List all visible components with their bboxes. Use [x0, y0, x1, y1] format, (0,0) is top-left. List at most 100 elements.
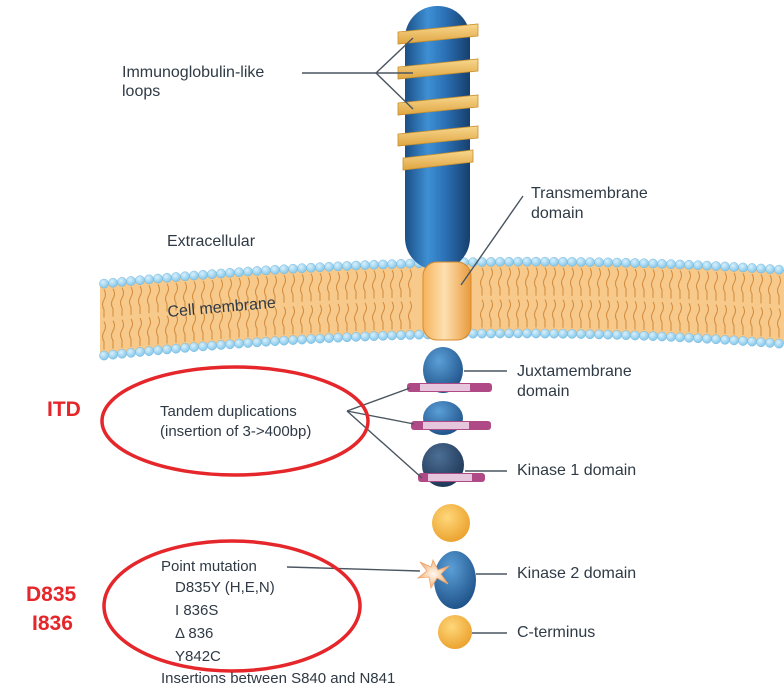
lipid-head — [189, 343, 198, 352]
point-mutation-label: Point mutation — [161, 557, 257, 577]
lipid-head — [270, 265, 279, 274]
mutation-d835y: D835Y (H,E,N) — [175, 577, 275, 598]
c-terminus-label: C-terminus — [517, 623, 595, 643]
lipid-head — [693, 261, 702, 270]
lipid-head — [756, 338, 765, 347]
lipid-head — [747, 263, 756, 272]
lipid-head — [621, 331, 630, 340]
lipid-head — [261, 337, 270, 346]
lipid-head — [612, 330, 621, 339]
mutation-i836s: I 836S — [175, 600, 218, 621]
lipid-head — [738, 263, 747, 272]
lipid-head — [216, 269, 225, 278]
lipid-head — [153, 274, 162, 283]
lipid-head — [675, 260, 684, 269]
lipid-head — [225, 340, 234, 349]
lipid-head — [711, 335, 720, 344]
lipid-head — [405, 259, 414, 268]
lipid-head — [549, 329, 558, 338]
kinase-insert-shape — [432, 504, 470, 542]
lipid-head — [243, 267, 252, 276]
lipid-head — [630, 258, 639, 267]
lipid-head — [99, 351, 108, 360]
lipid-head — [279, 336, 288, 345]
lipid-head — [720, 335, 729, 344]
lipid-head — [396, 331, 405, 340]
juxtamembrane-label-line1: Juxtamembrane — [517, 362, 632, 382]
lipid-head — [342, 261, 351, 270]
ig-like-loops-domain — [398, 6, 478, 270]
lipid-head — [135, 347, 144, 356]
lipid-head — [504, 329, 513, 338]
lipid-head — [585, 257, 594, 266]
lipid-head — [657, 259, 666, 268]
lipid-head — [549, 257, 558, 266]
i836-annotation: I836 — [32, 612, 73, 636]
intracellular-domains — [407, 347, 492, 649]
lipid-head — [639, 259, 648, 268]
lipid-head — [324, 334, 333, 343]
d835-annotation: D835 — [26, 583, 76, 607]
lipid-head — [576, 257, 585, 266]
lipid-head — [216, 340, 225, 349]
lipid-head — [639, 331, 648, 340]
lipid-head — [711, 261, 720, 270]
lipid-head — [657, 332, 666, 341]
lipid-head — [729, 336, 738, 345]
lipid-head — [513, 329, 522, 338]
lipid-head — [207, 341, 216, 350]
ig-loops-label-line1: Immunoglobulin-like — [122, 63, 264, 83]
lipid-head — [108, 278, 117, 287]
itd-annotation: ITD — [47, 398, 81, 422]
lipid-head — [288, 264, 297, 273]
lipid-head — [594, 330, 603, 339]
lipid-head — [531, 257, 540, 266]
lipid-head — [360, 261, 369, 270]
lipid-head — [396, 259, 405, 268]
lipid-head — [342, 333, 351, 342]
transmembrane-label-line1: Transmembrane — [531, 184, 648, 204]
lipid-head — [126, 348, 135, 357]
transmembrane-label-line2: domain — [531, 204, 583, 224]
lipid-head — [225, 268, 234, 277]
lipid-head — [351, 332, 360, 341]
tandem-insertion-label: (insertion of 3->400bp) — [160, 422, 311, 442]
lipid-head — [567, 257, 576, 266]
lipid-head — [306, 334, 315, 343]
c-terminus-shape — [438, 615, 472, 649]
lipid-head — [405, 330, 414, 339]
lipid-head — [198, 270, 207, 279]
lipid-head — [576, 329, 585, 338]
lipid-head — [621, 258, 630, 267]
lipid-head — [180, 343, 189, 352]
lipid-head — [234, 339, 243, 348]
lipid-head — [513, 257, 522, 266]
lipid-head — [684, 260, 693, 269]
lipid-head — [306, 263, 315, 272]
lipid-head — [486, 329, 495, 338]
lipid-head — [144, 347, 153, 356]
leader-tandem-3 — [347, 411, 422, 478]
lipid-head — [765, 264, 774, 273]
lipid-head — [756, 264, 765, 273]
lipid-head — [387, 331, 396, 340]
lipid-head — [99, 279, 108, 288]
lipid-head — [387, 260, 396, 269]
lipid-head — [369, 260, 378, 269]
lipid-head — [378, 331, 387, 340]
lipid-head — [108, 350, 117, 359]
lipid-head — [540, 329, 549, 338]
lipid-head — [180, 272, 189, 281]
lipid-head — [477, 329, 486, 338]
leader-point-mutation — [287, 567, 420, 571]
linker-band-2-light — [423, 422, 469, 429]
lipid-head — [279, 265, 288, 274]
lipid-head — [684, 333, 693, 342]
mutation-delta836: Δ 836 — [175, 623, 213, 644]
lipid-head — [324, 262, 333, 271]
lipid-head — [666, 332, 675, 341]
lipid-head — [288, 335, 297, 344]
lipid-head — [702, 261, 711, 270]
